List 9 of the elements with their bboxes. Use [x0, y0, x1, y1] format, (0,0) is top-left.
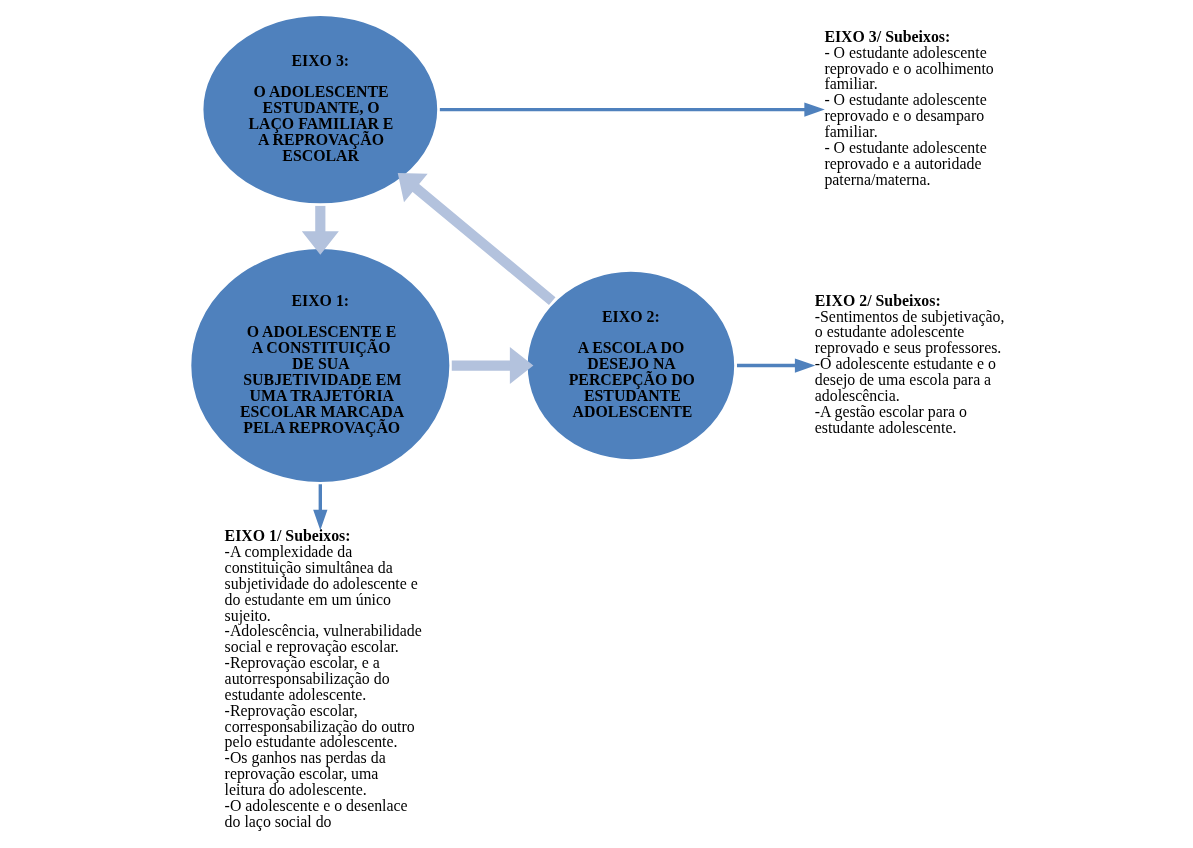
node-text: EIXO 3/ Subeixos: - O estudante adolescente reprovado e o acolhimento familiar. - O estudante adolescente reprovado e o desamparo familiar. - O estudante adolescente reprovado e a autoridade paterna/materna.: [823, 27, 994, 188]
arrow: [736, 357, 815, 373]
arrow: [397, 172, 555, 305]
arrow: [439, 101, 825, 117]
arrow: [312, 483, 327, 530]
node-text: EIXO 2/ Subeixos: -Sentimentos de subjetivação, o estudante adolescente reprovado e seus professores. -O adolescente estudante e o desejo de uma escola para a adolescência. -A gestão escolar para o estudante adolescente.: [814, 291, 1004, 436]
node-text: EIXO 1/ Subeixos: -A complexidade da constituição simultânea da subjetividade do adolescente e do estudante em um único sujeito. -Adolescência, vulnerabilidade social e reprovação escolar. -Reprovação escolar, e a autorresponsabilização do estudante adolescente. -Reprovação escolar, corresponsabilização do outro pelo estudante adolescente. -Os ganhos nas perdas da reprovação escolar, uma leitura do adolescente. -O adolescente e o desenlace do laço social do: [224, 526, 422, 830]
arrow: [451, 346, 533, 384]
arrow: [301, 205, 339, 255]
